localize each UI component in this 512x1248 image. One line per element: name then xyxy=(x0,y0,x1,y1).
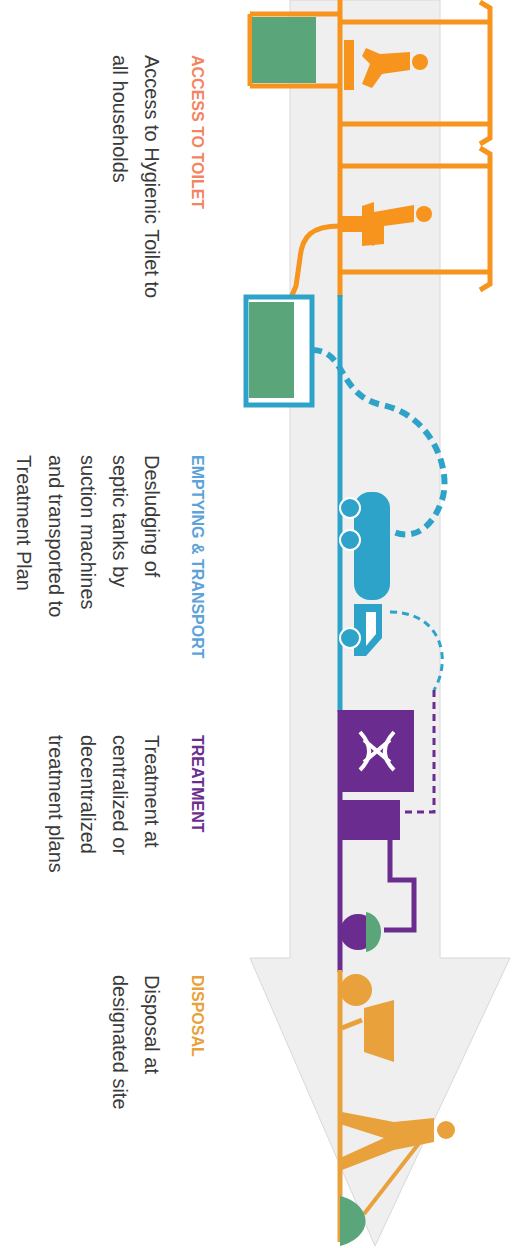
toilet-house xyxy=(250,2,490,144)
flow-arrow xyxy=(250,0,510,1246)
mixer-symbol xyxy=(360,732,394,770)
pit-sludge xyxy=(252,17,316,83)
sludge-pile xyxy=(340,1196,366,1246)
septic-tank xyxy=(246,297,312,405)
wheelbarrow xyxy=(364,1000,394,1062)
stage-block: TREATMENT Treatment at centralized or dec… xyxy=(40,735,207,895)
treatment-tank xyxy=(340,710,414,792)
stage-block: EMPTYING & TRANSPORT Desludging of septic… xyxy=(8,455,207,633)
walking-person xyxy=(340,1112,455,1170)
barrow-wheel xyxy=(340,974,372,1006)
discharge-hose xyxy=(390,612,442,690)
stage-description: Desludging of septic tanks by suction ma… xyxy=(8,455,168,633)
plant-pipe xyxy=(384,840,414,930)
seated-person xyxy=(340,202,432,246)
ground-line xyxy=(338,0,343,297)
tank-sludge xyxy=(249,302,294,398)
digester-dome xyxy=(366,912,381,952)
vacuum-truck xyxy=(340,492,390,656)
settling-tank xyxy=(340,800,400,840)
stage-block: DISPOSAL Disposal at designated site xyxy=(104,975,207,1140)
stage-description: Disposal at designated site xyxy=(104,975,168,1140)
stage-heading: ACCESS TO TOILET xyxy=(187,55,207,317)
stage-description: Access to Hygienic Toilet to all househo… xyxy=(104,55,168,317)
stage-heading: EMPTYING & TRANSPORT xyxy=(187,455,207,633)
toilet-house xyxy=(290,148,490,300)
shovel xyxy=(364,1142,420,1214)
stage-heading: TREATMENT xyxy=(187,735,207,895)
stage-block: ACCESS TO TOILET Access to Hygienic Toile… xyxy=(104,55,207,317)
stage-heading: DISPOSAL xyxy=(187,975,207,1140)
squatting-person xyxy=(344,40,428,90)
stage-description: Treatment at centralized or decentralize… xyxy=(40,735,168,895)
barrow-leg xyxy=(342,1020,362,1028)
